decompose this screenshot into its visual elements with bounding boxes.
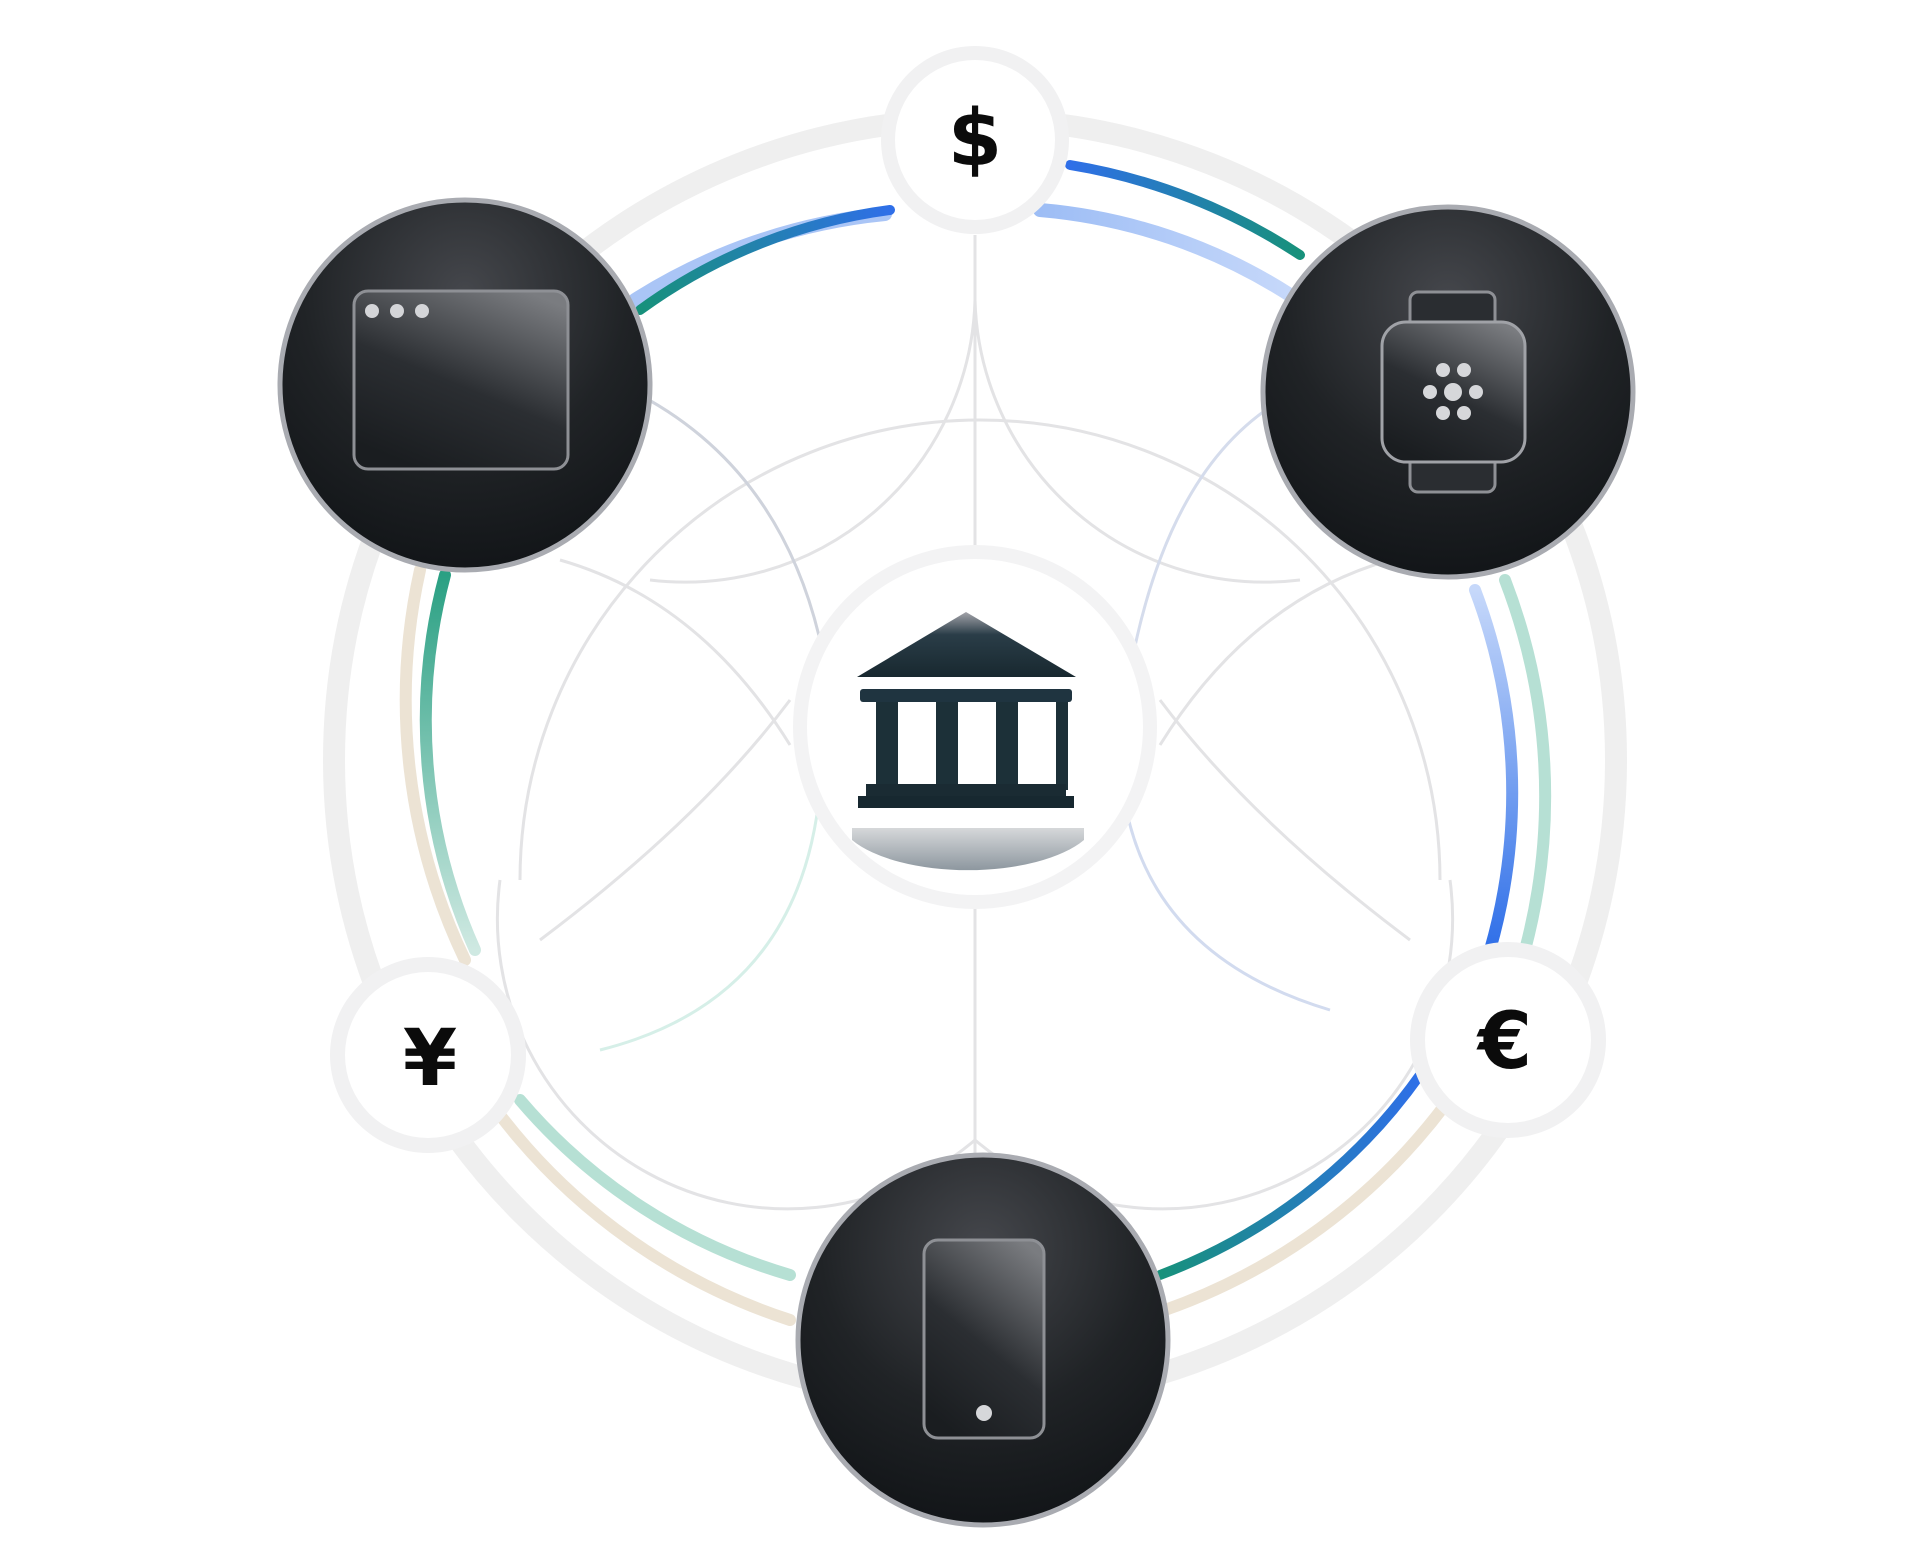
smartphone-icon [922,1238,1046,1440]
currency-symbol-usd: $ [948,94,1002,184]
device-node-browser[interactable] [277,197,653,573]
currency-node-usd[interactable]: $ [881,46,1069,234]
device-node-watch[interactable] [1260,204,1636,580]
bank-node [793,545,1157,909]
currency-symbol-eur: € [1476,997,1532,1087]
flow-arcs [399,160,1552,1326]
currency-node-jpy[interactable]: ¥ [330,957,526,1153]
browser-window-icon [352,289,570,471]
bank-building-icon [852,612,1084,871]
smartwatch-icon [1380,290,1527,494]
device-node-phone[interactable] [795,1152,1171,1528]
currency-symbol-jpy: ¥ [403,1014,457,1104]
currency-node-eur[interactable]: € [1410,942,1606,1138]
